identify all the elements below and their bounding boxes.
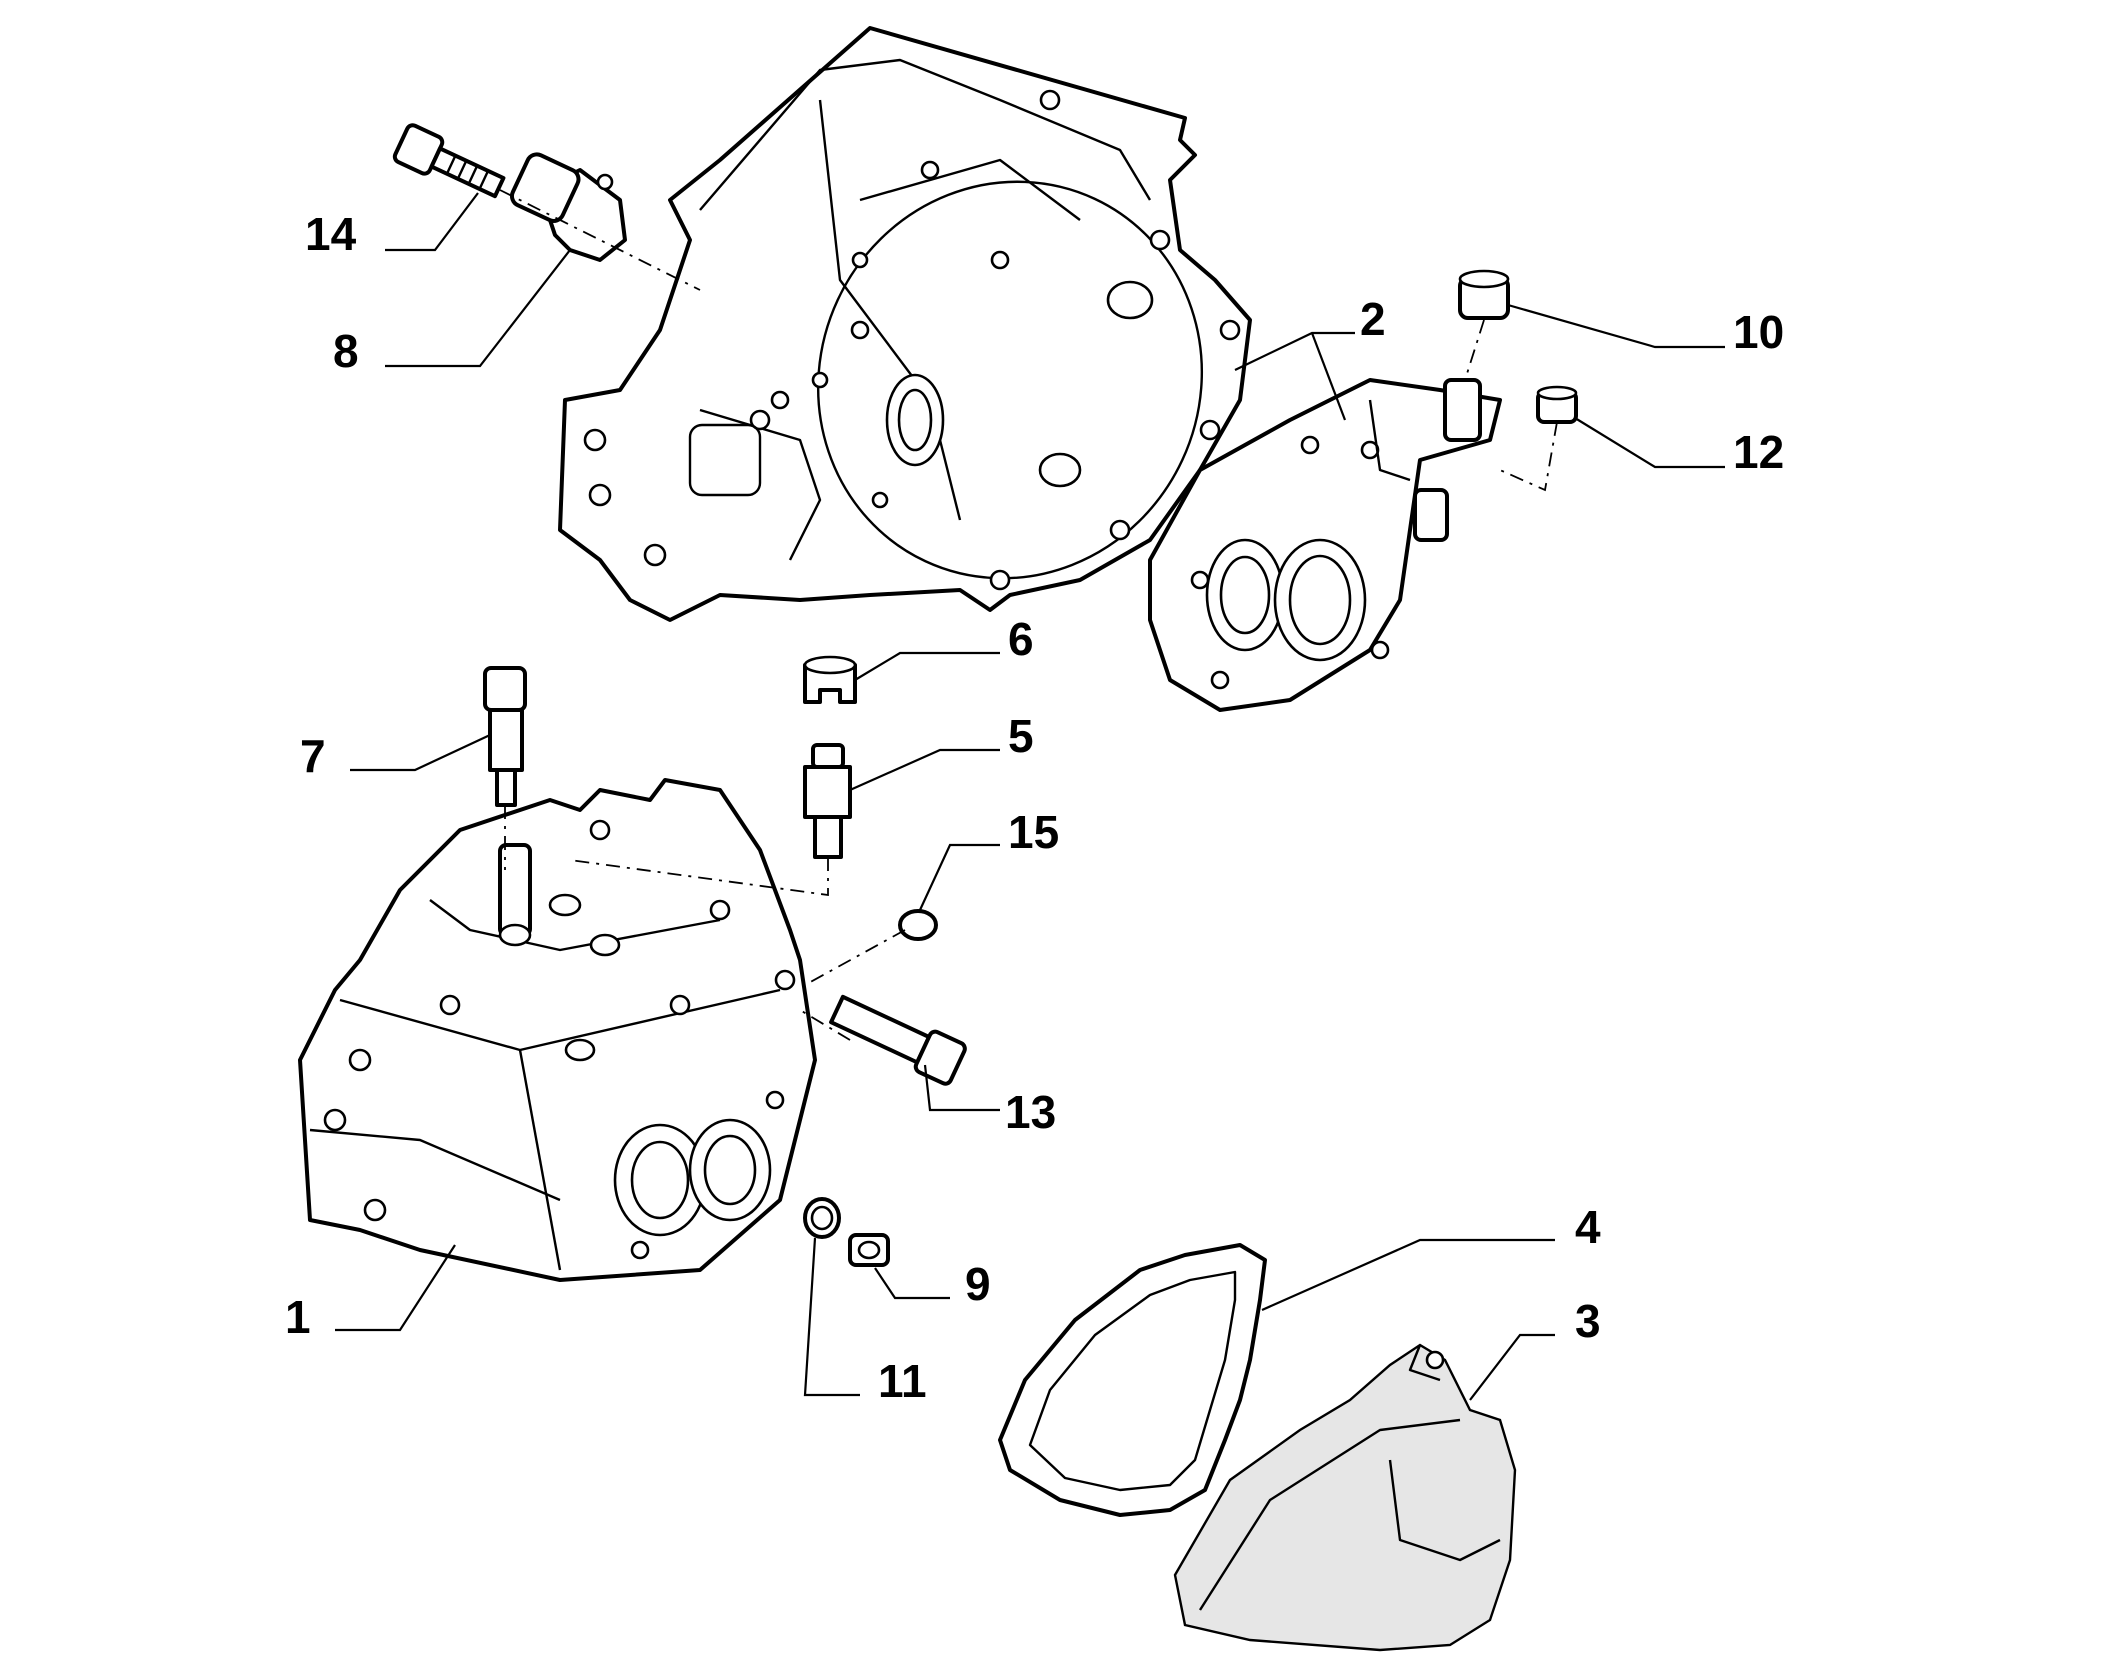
part-sensor-5 bbox=[803, 743, 852, 859]
leader-7 bbox=[350, 734, 491, 772]
callout-15: 15 bbox=[1008, 806, 1059, 858]
callout-11: 11 bbox=[878, 1355, 927, 1407]
callout-8: 8 bbox=[333, 325, 359, 377]
callout-10: 10 bbox=[1733, 306, 1784, 358]
leader-15 bbox=[919, 843, 1000, 911]
callout-9: 9 bbox=[965, 1258, 991, 1310]
assembly-axes bbox=[499, 189, 1558, 1041]
part-cap-6 bbox=[803, 655, 857, 704]
part-gasket bbox=[998, 1243, 1267, 1517]
callout-4: 4 bbox=[1575, 1201, 1601, 1253]
part-bearing-support bbox=[1148, 378, 1502, 712]
leader-10 bbox=[1507, 303, 1725, 349]
callout-3: 3 bbox=[1575, 1295, 1601, 1347]
leader-2b bbox=[1310, 332, 1347, 421]
part-clutch-housing bbox=[558, 26, 1252, 622]
part-sleeve-10 bbox=[1458, 269, 1510, 320]
callout-leaders bbox=[335, 192, 1725, 1401]
callout-7: 7 bbox=[300, 730, 326, 782]
part-cover bbox=[1173, 1343, 1517, 1652]
leader-12 bbox=[1574, 417, 1725, 469]
part-flange-8 bbox=[509, 152, 627, 262]
part-bolt-14 bbox=[392, 123, 506, 199]
callout-2: 2 bbox=[1360, 293, 1386, 345]
callout-12: 12 bbox=[1733, 426, 1784, 478]
leader-14 bbox=[385, 192, 479, 252]
part-sleeve-12 bbox=[1536, 385, 1578, 424]
leader-3 bbox=[1469, 1333, 1555, 1401]
leader-6 bbox=[854, 651, 1000, 681]
part-gearbox-housing bbox=[298, 778, 817, 1282]
callout-5: 5 bbox=[1008, 710, 1034, 762]
leader-8 bbox=[385, 249, 571, 368]
leader-13 bbox=[923, 1064, 1000, 1112]
callout-1: 1 bbox=[285, 1291, 311, 1343]
callout-13: 13 bbox=[1005, 1086, 1056, 1138]
callout-14: 14 bbox=[305, 208, 357, 260]
leader-2a bbox=[1234, 331, 1355, 371]
part-washer-11 bbox=[803, 1197, 841, 1239]
leader-11 bbox=[803, 1237, 860, 1397]
part-ring-15 bbox=[898, 909, 938, 941]
part-plug-9 bbox=[848, 1233, 890, 1267]
leader-4 bbox=[1261, 1238, 1555, 1312]
leader-9 bbox=[874, 1267, 950, 1300]
callout-6: 6 bbox=[1008, 613, 1034, 665]
callout-labels: 14 8 2 10 12 6 7 5 15 13 9 11 1 4 3 bbox=[285, 208, 1784, 1407]
leader-1 bbox=[335, 1244, 456, 1332]
leader-5 bbox=[849, 748, 1000, 792]
part-sensor-7 bbox=[483, 666, 527, 807]
part-plug-13 bbox=[829, 994, 967, 1086]
